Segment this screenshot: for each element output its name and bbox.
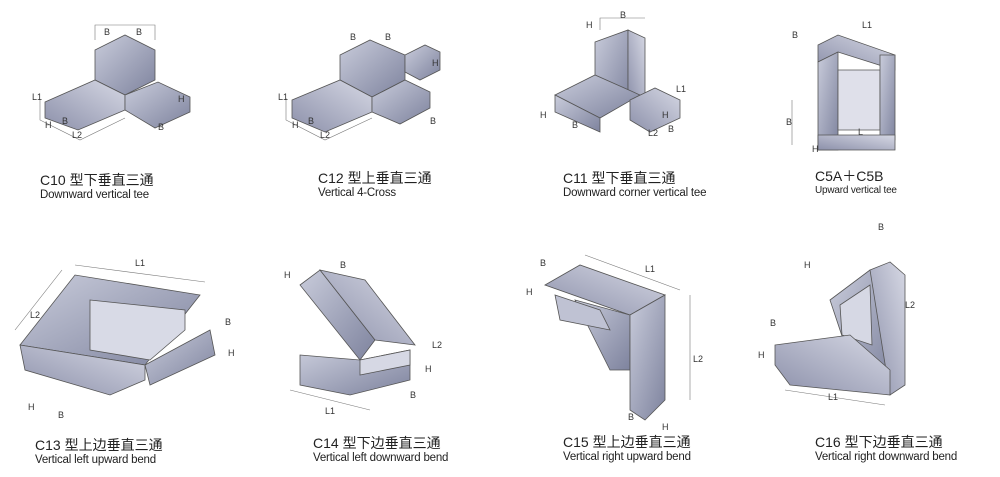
fitting-name: Vertical left upward bend <box>35 454 156 466</box>
fitting-code: C10 型下垂直三通 <box>40 172 154 188</box>
dim-label: L1 <box>645 264 655 274</box>
c13-drawing: L1 L2 B H H B <box>14 258 235 420</box>
dim-label: B <box>770 318 776 328</box>
fitting-name: Upward vertical tee <box>815 185 897 196</box>
dim-label: H <box>178 94 185 104</box>
dim-label: L1 <box>862 20 872 30</box>
dim-label: B <box>668 124 674 134</box>
fitting-code: C16 型下边垂直三通 <box>815 434 943 450</box>
dim-label: H <box>292 120 299 130</box>
dim-label: L1 <box>676 84 686 94</box>
dim-label: B <box>136 27 142 37</box>
caption-c10: C10 型下垂直三通 Downward vertical tee <box>40 172 154 202</box>
dim-label: B <box>792 30 798 40</box>
fitting-name: Downward vertical tee <box>40 189 149 201</box>
dim-label: B <box>620 10 626 20</box>
dim-label: L2 <box>905 300 915 310</box>
fitting-name: Vertical right upward bend <box>563 451 691 463</box>
dim-label: L1 <box>278 92 288 102</box>
c16-drawing: B H L2 B H L1 <box>758 222 915 406</box>
dim-label: H <box>425 364 432 374</box>
caption-c16: C16 型下边垂直三通 Vertical right downward bend <box>815 434 957 464</box>
dim-label: B <box>225 317 231 327</box>
dim-label: L2 <box>693 354 703 364</box>
dim-label: L2 <box>648 128 658 138</box>
caption-c12: C12 型上垂直三通 Vertical 4-Cross <box>318 170 432 200</box>
dim-label: L1 <box>135 258 145 268</box>
c10-drawing: B B L1 H B L2 H B <box>32 24 191 141</box>
dim-label: L2 <box>30 310 40 320</box>
dim-label: B <box>62 116 68 126</box>
dim-label: H <box>804 260 811 270</box>
dim-label: H <box>540 110 547 120</box>
dim-label: B <box>572 120 578 130</box>
dim-label: H <box>45 120 52 130</box>
fitting-name: Vertical 4-Cross <box>318 187 396 199</box>
dim-label: H <box>526 287 533 297</box>
dim-label: H <box>586 20 593 30</box>
caption-c14: C14 型下边垂直三通 Vertical left downward bend <box>313 435 448 465</box>
fitting-code: C15 型上边垂直三通 <box>563 434 691 450</box>
fitting-code: C11 型下垂直三通 <box>563 170 676 186</box>
c11-drawing: H B L1 H L2 B H B <box>540 10 686 138</box>
fitting-name: Vertical right downward bend <box>815 451 958 463</box>
dim-label: B <box>340 260 346 270</box>
dim-label: L1 <box>325 406 335 416</box>
dim-label: H <box>284 270 291 280</box>
fitting-code: C14 型下边垂直三通 <box>313 435 441 451</box>
caption-c15: C15 型上边垂直三通 Vertical right upward bend <box>563 434 691 464</box>
dim-label: B <box>308 116 314 126</box>
c14-drawing: H B L2 H L1 B <box>284 260 442 416</box>
dim-label: H <box>228 348 235 358</box>
caption-c11: C11 型下垂直三通 Downward corner vertical tee <box>563 170 707 200</box>
dim-label: L2 <box>320 130 330 140</box>
c5-drawing: B L1 B H L <box>786 20 896 154</box>
dim-label: H <box>758 350 765 360</box>
dim-label: B <box>58 410 64 420</box>
dim-label: B <box>158 122 164 132</box>
dim-label: B <box>104 27 110 37</box>
dim-label: L2 <box>72 130 82 140</box>
dim-label: B <box>410 390 416 400</box>
caption-c13: C13 型上边垂直三通 Vertical left upward bend <box>35 437 163 467</box>
dim-label: H <box>432 58 439 68</box>
dim-label: L1 <box>32 92 42 102</box>
dim-label: L <box>858 127 863 137</box>
fitting-code: C13 型上边垂直三通 <box>35 437 163 453</box>
dim-label: B <box>385 32 391 42</box>
dim-label: B <box>628 412 634 422</box>
dim-label: H <box>28 402 35 412</box>
dim-label: B <box>430 116 436 126</box>
c15-drawing: B H L1 L2 B H <box>526 254 703 432</box>
c12-drawing: B B L1 H B L2 H B <box>278 32 441 141</box>
dim-label: B <box>878 222 884 232</box>
caption-c5: C5A＋C5B Upward vertical tee <box>815 168 897 198</box>
dim-label: L1 <box>828 392 838 402</box>
dim-label: B <box>540 258 546 268</box>
dim-label: H <box>662 422 669 432</box>
fitting-code: C12 型上垂直三通 <box>318 170 432 186</box>
dim-label: H <box>812 144 819 154</box>
fitting-name: Vertical left downward bend <box>313 452 449 464</box>
dim-label: B <box>786 117 792 127</box>
fitting-code: C5A＋C5B <box>815 168 884 184</box>
fitting-name: Downward corner vertical tee <box>563 187 707 199</box>
dim-label: B <box>350 32 356 42</box>
dim-label: H <box>662 110 669 120</box>
dim-label: L2 <box>432 340 442 350</box>
